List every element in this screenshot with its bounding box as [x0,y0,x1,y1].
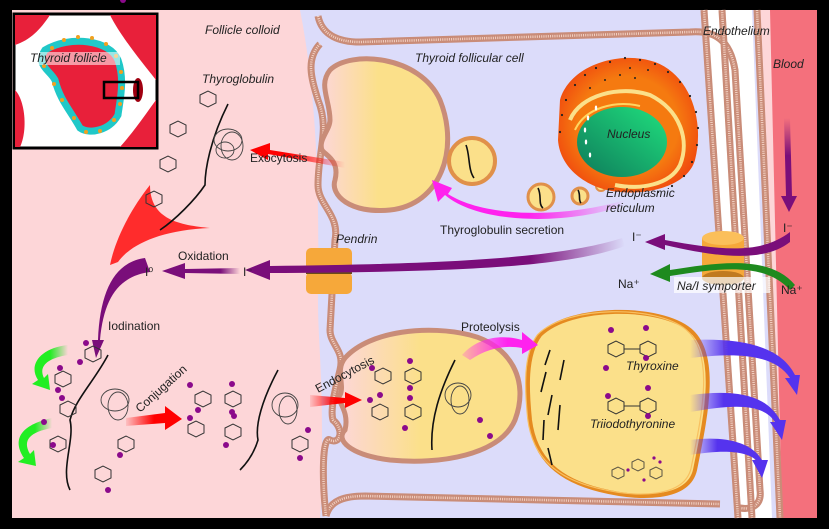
endocytosis-vesicle [336,327,523,464]
label-sodium-blood: Na⁺ [781,283,803,297]
label-iodide-cell: I⁻ [632,230,642,244]
inset-label: Thyroid follicle [30,51,107,65]
label-endothelium: Endothelium [703,24,770,38]
label-er-1: Endoplasmic [606,186,675,200]
label-thyroxine: Thyroxine [626,359,679,373]
amino-acid-fragments [611,456,663,482]
label-iodine: I⁰ [145,265,153,279]
label-triiodothyronine: Triiodothyronine [590,417,675,431]
label-blood: Blood [773,57,804,71]
iodinated-thyroglobulin [41,0,135,493]
symporter-label-bg [674,277,770,293]
label-iodide-colloid: I⁻ [243,265,253,279]
label-iodide-blood: I⁻ [783,221,793,235]
lysosome [525,309,710,498]
label-sodium-cell: Na⁺ [618,277,640,291]
label-secretion: Thyroglobulin secretion [440,223,564,237]
sodium-symporter-arrow [650,263,795,290]
nucleus [577,107,667,177]
thyroid-follicle-inset: Thyroid follicle [12,12,159,150]
iodide-blood-arrow [781,118,797,212]
thyroxine-molecule [603,325,657,371]
label-symporter: Na/I symporter [677,279,757,293]
other-release-arrow [690,438,768,478]
coupling-arrow-2 [18,418,52,466]
label-pendrin: Pendrin [336,232,378,246]
label-iodination: Iodination [108,319,160,333]
nucleus-er-complex [558,56,700,194]
na-i-symporter [702,231,744,285]
label-follicle-colloid: Follicle colloid [205,23,280,37]
exocytosis-vesicle [318,56,451,214]
label-proteolysis: Proteolysis [461,320,520,334]
thyroglobulin-molecule [145,90,244,231]
label-follicular-cell: Thyroid follicular cell [415,51,524,65]
t4-release-arrow [690,339,800,395]
triiodothyronine-molecule [605,385,657,419]
nuclear-pores [583,105,598,158]
vesicle-thyroglobulin [367,358,493,451]
label-thyroglobulin: Thyroglobulin [202,72,274,86]
secretion-arrow [432,180,625,219]
label-nucleus: Nucleus [607,127,650,141]
endocytosis-arrow [310,392,362,408]
thyroglobulin-sweep [110,185,210,265]
label-er-2: reticulum [606,201,655,215]
exocytosis-arrow [250,143,345,168]
label-exocytosis: Exocytosis [250,151,307,165]
label-oxidation: Oxidation [178,249,229,263]
iodide-cell-arrow [245,238,625,280]
blood-vessel [770,10,817,518]
oxidation-arrow [162,263,240,279]
arrows [18,118,800,478]
t3-release-arrow [690,392,786,440]
secretory-vesicles [447,136,607,212]
protein-fragments [540,349,565,466]
conjugated-thyroglobulin [187,369,311,471]
ribosomes [558,56,700,194]
proteolysis-arrow [462,332,538,360]
coupling-arrow-1 [32,345,68,390]
conjugation-arrow [126,406,182,430]
iodide-symporter-arrow [645,232,790,256]
